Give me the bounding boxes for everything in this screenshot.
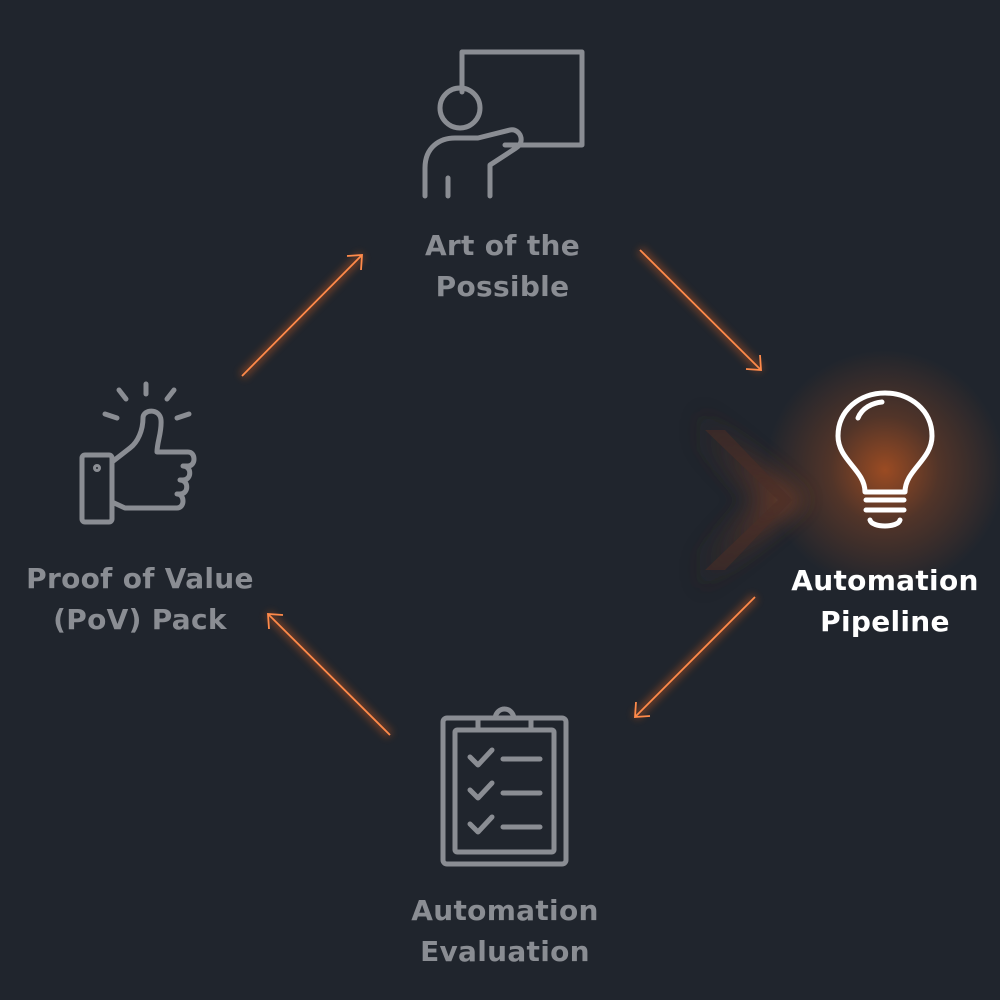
edge-arrow-evaluation-to-pov <box>265 611 393 738</box>
node-label-line: Evaluation <box>420 935 590 968</box>
node-label-line: Proof of Value <box>26 562 254 595</box>
edge-arrow-pov-to-art <box>239 252 365 379</box>
node-label-line: Automation <box>791 564 979 597</box>
node-label-line: Possible <box>435 270 570 303</box>
node-label-art-of-the-possible: Art of the Possible <box>360 225 645 307</box>
edge-arrow-pipeline-to-evaluation <box>632 594 758 720</box>
thumbs-up-icon <box>79 381 197 525</box>
node-label-proof-of-value-pack: Proof of Value (PoV) Pack <box>0 558 280 640</box>
edge-arrow-art-to-pipeline <box>637 247 764 373</box>
node-label-automation-evaluation: Automation Evaluation <box>350 890 660 972</box>
active-node-glow <box>765 350 1000 590</box>
node-label-line: Automation <box>411 894 599 927</box>
lightbulb-icon <box>835 390 935 529</box>
node-label-line: Pipeline <box>820 605 950 638</box>
node-label-line: (PoV) Pack <box>53 603 227 636</box>
presentation-icon <box>422 49 585 199</box>
chevron-right-icon <box>678 407 806 593</box>
node-label-automation-pipeline: Automation Pipeline <box>760 560 1000 642</box>
clipboard-checklist-icon <box>440 706 569 867</box>
node-label-line: Art of the <box>424 229 581 262</box>
